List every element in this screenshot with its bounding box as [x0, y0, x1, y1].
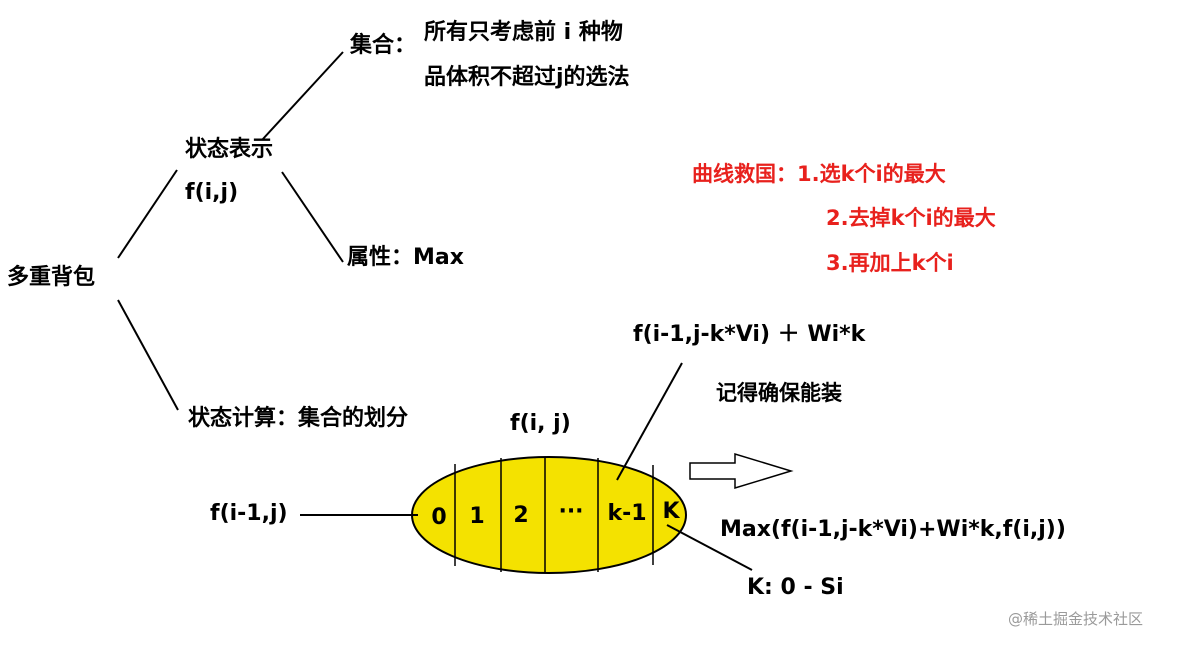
- state-repr-title: 状态表示: [185, 137, 274, 162]
- root-label: 多重背包: [7, 265, 96, 290]
- partition-cell-k: K: [662, 499, 680, 524]
- state-repr-func: f(i,j): [185, 180, 239, 205]
- attr-label: 属性：Max: [347, 245, 464, 270]
- top-formula: f(i-1,j-k*Vi) ＋ Wi*k: [633, 322, 866, 347]
- watermark: @稀土掘金技术社区: [1008, 610, 1144, 628]
- state-calc-title: 状态计算：集合的划分: [188, 406, 409, 431]
- connector-top-formula: [616, 362, 683, 481]
- curve-note-line3: 3.再加上k个i: [826, 251, 954, 275]
- branch-repr-to-set: [261, 51, 344, 141]
- ellipse-label: f(i, j): [510, 411, 571, 436]
- branch-root-to-state-calc: [117, 299, 179, 411]
- k-range: K: 0 - Si: [747, 575, 844, 600]
- capacity-note: 记得确保能装: [716, 381, 842, 405]
- curve-note-line2: 2.去掉k个i的最大: [826, 206, 996, 230]
- partition-cell-ellipsis: ···: [558, 499, 584, 524]
- left-term: f(i-1,j): [210, 501, 288, 526]
- max-formula: Max(f(i-1,j-k*Vi)+Wi*k,f(i,j)): [720, 517, 1066, 542]
- partition-cell-1: 1: [469, 504, 485, 529]
- connector-k-range: [666, 524, 753, 571]
- curve-note-line1: 曲线救国：1.选k个i的最大: [692, 162, 946, 186]
- partition-cell-0: 0: [431, 505, 447, 530]
- outline-arrow: [689, 452, 794, 490]
- set-label: 集合：: [350, 33, 417, 58]
- branch-root-to-state-repr: [117, 169, 178, 259]
- partition-cell-2: 2: [513, 503, 529, 528]
- partition-cell-k-minus-1: k-1: [607, 501, 647, 526]
- set-desc-line1: 所有只考虑前 i 种物: [424, 20, 623, 45]
- branch-repr-to-attr: [281, 171, 344, 263]
- set-desc-line2: 品体积不超过j的选法: [424, 65, 630, 90]
